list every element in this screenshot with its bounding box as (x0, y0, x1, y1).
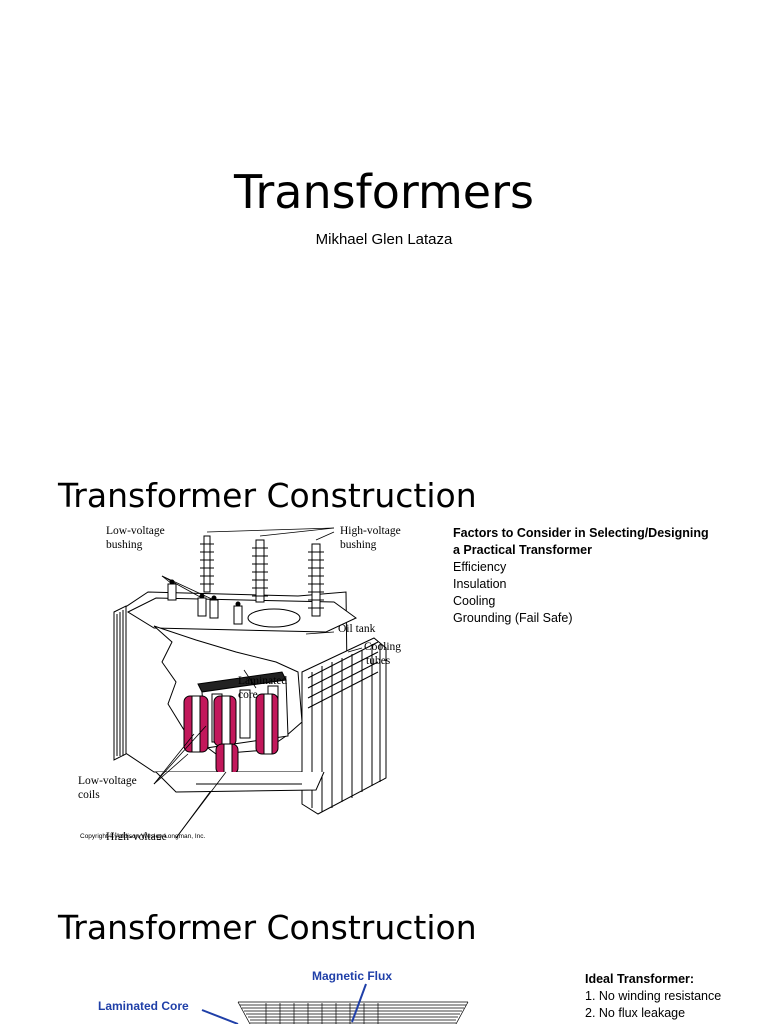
label-high-voltage-bushing-2: bushing (340, 539, 377, 551)
label-high-voltage-coils: High-voltage (106, 831, 167, 840)
label-cooling-tubes: Cooling (364, 641, 401, 653)
slide-title: Transformer Construction (58, 476, 477, 515)
leader-lines (153, 527, 363, 839)
cooling-tubes (301, 637, 387, 815)
factor-item: Efficiency (453, 560, 507, 574)
label-low-voltage-coils-2: coils (78, 789, 100, 801)
factor-item: Insulation (453, 577, 507, 591)
ideal-item: 2. No flux leakage (585, 1006, 686, 1020)
factor-item: Grounding (Fail Safe) (453, 611, 573, 625)
label-oil-tank: Oil tank (338, 623, 376, 635)
label-laminated-core: Laminated Core (98, 999, 189, 1013)
label-magnetic-flux: Magnetic Flux (312, 969, 392, 983)
label-low-voltage-coils: Low-voltage (78, 775, 137, 787)
factors-heading-line2: a Practical Transformer (453, 543, 592, 557)
author-name: Mikhael Glen Lataza (315, 231, 453, 248)
slide-title: Transformer Construction (58, 908, 477, 947)
ideal-transformer-slide: Transformer Construction (0, 864, 768, 1024)
label-laminated-core-2: core (238, 689, 258, 701)
presentation-title: Transformers (234, 165, 534, 219)
factors-heading-line1: Factors to Consider in Selecting/Designi… (453, 526, 709, 540)
laminated-core-flux-diagram: Magnetic Flux Laminated Core (98, 969, 469, 1024)
ideal-transformer-notes: Ideal Transformer: 1. No winding resista… (585, 971, 768, 1022)
construction-slide: Transformer Construction (0, 432, 768, 864)
label-cooling-tubes-2: tubes (366, 655, 391, 667)
factors-list: Factors to Consider in Selecting/Designi… (453, 525, 743, 627)
ideal-heading: Ideal Transformer: (585, 972, 695, 986)
factor-item: Cooling (453, 594, 496, 608)
label-low-voltage-bushing-2: bushing (106, 539, 143, 551)
title-slide: Transformers Mikhael Glen Lataza (0, 0, 768, 432)
left-cooling-fins (113, 605, 127, 761)
label-laminated-core: Laminated (238, 675, 287, 687)
label-low-voltage-bushing: Low-voltage (106, 525, 165, 537)
high-voltage-bushings (200, 535, 324, 617)
diagram-copyright: Copyright © Addison Wesley Longman, Inc. (80, 832, 206, 840)
ideal-item: 1. No winding resistance (585, 989, 722, 1003)
low-voltage-bushings (167, 579, 243, 625)
transformer-coils (183, 693, 279, 775)
transformer-cutaway-diagram: Low-voltage bushing High-voltage bushing… (78, 525, 401, 840)
label-high-voltage-bushing: High-voltage (340, 525, 401, 537)
